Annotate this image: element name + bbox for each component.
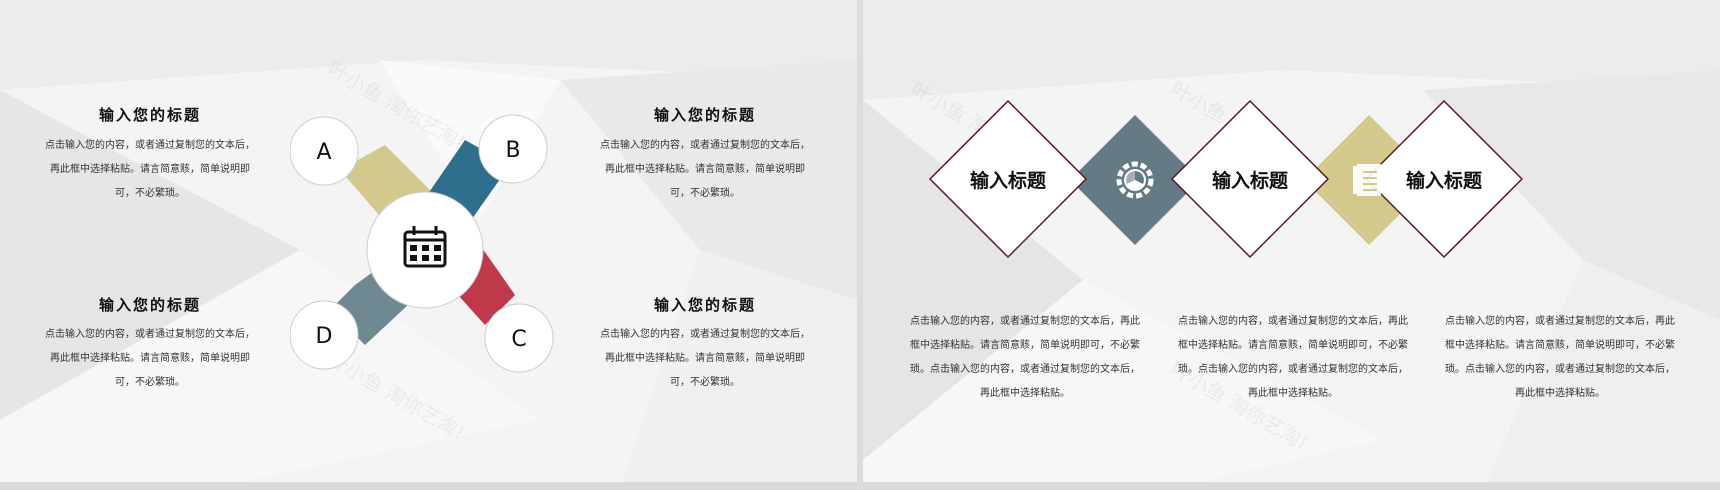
slide-1-background bbox=[0, 0, 857, 490]
slide-2-background bbox=[863, 0, 1720, 490]
diamond-title: 输入标题 bbox=[1212, 169, 1288, 192]
body-line: 点击输入您的内容，或者通过复制您的文本后， bbox=[45, 329, 255, 340]
body-line: 再此框中选择粘贴。请言简意赅，简单说明即 bbox=[605, 353, 805, 364]
block-body: 点击输入您的内容，或者通过复制您的文本后， 再此框中选择粘贴。请言简意赅，简单说… bbox=[585, 323, 825, 395]
body-line: 可，不必繁琐。 bbox=[670, 188, 740, 199]
label-c: C bbox=[511, 327, 526, 352]
body-line: 框中选择粘贴。请言简意赅，简单说明即可，不必繁 bbox=[910, 340, 1140, 351]
title-diamond-2 bbox=[1170, 99, 1330, 259]
body-line: 点击输入您的内容，或者通过复制您的文本后，再此 bbox=[910, 316, 1140, 327]
block-body: 点击输入您的内容，或者通过复制您的文本后， 再此框中选择粘贴。请言简意赅，简单说… bbox=[585, 134, 825, 206]
body-line: 框中选择粘贴。请言简意赅，简单说明即可，不必繁 bbox=[1178, 340, 1408, 351]
title-diamond-1 bbox=[928, 99, 1088, 259]
body-line: 点击输入您的内容，或者通过复制您的文本后，再此 bbox=[1178, 316, 1408, 327]
body-line: 框中选择粘贴。请言简意赅，简单说明即可，不必繁 bbox=[1445, 340, 1675, 351]
document-icon bbox=[1353, 164, 1381, 196]
paragraph-2: 点击输入您的内容，或者通过复制您的文本后，再此 框中选择粘贴。请言简意赅，简单说… bbox=[1173, 310, 1413, 406]
diamond-title: 输入标题 bbox=[1406, 169, 1482, 192]
block-title: 输入您的标题 bbox=[653, 106, 756, 124]
body-line: 再此框中选择粘贴。请言简意赅，简单说明即 bbox=[605, 164, 805, 175]
calendar-icon bbox=[403, 226, 447, 268]
body-line: 点击输入您的内容，或者通过复制您的文本后， bbox=[600, 329, 810, 340]
body-line: 再此框中选择粘贴。 bbox=[1248, 388, 1338, 399]
slide-2: 叶小鱼 淘你艺淘! 叶小鱼 淘你艺淘! 叶小鱼 淘你艺淘! 输入标题 输入标题 … bbox=[863, 0, 1720, 490]
block-title: 输入您的标题 bbox=[653, 296, 756, 314]
diamond-chain: 输入标题 输入标题 输入标题 bbox=[928, 99, 1523, 259]
body-line: 可，不必繁琐。 bbox=[670, 377, 740, 388]
body-line: 再此框中选择粘贴。 bbox=[980, 388, 1070, 399]
label-b: B bbox=[505, 138, 520, 163]
paragraph-1: 点击输入您的内容，或者通过复制您的文本后，再此 框中选择粘贴。请言简意赅，简单说… bbox=[905, 310, 1145, 406]
block-title: 输入您的标题 bbox=[98, 296, 201, 314]
circle-c bbox=[484, 303, 554, 373]
diamond-title: 输入标题 bbox=[970, 169, 1046, 192]
block-body: 点击输入您的内容，或者通过复制您的文本后， 再此框中选择粘贴。请言简意赅，简单说… bbox=[30, 134, 270, 206]
paragraph-3: 点击输入您的内容，或者通过复制您的文本后，再此 框中选择粘贴。请言简意赅，简单说… bbox=[1440, 310, 1680, 406]
body-line: 琐。点击输入您的内容，或者通过复制您的文本后， bbox=[1178, 364, 1408, 375]
body-line: 可，不必繁琐。 bbox=[115, 188, 185, 199]
body-line: 再此框中选择粘贴。请言简意赅，简单说明即 bbox=[50, 164, 250, 175]
body-line: 再此框中选择粘贴。请言简意赅，简单说明即 bbox=[50, 353, 250, 364]
gear-icon bbox=[1116, 161, 1154, 199]
body-line: 琐。点击输入您的内容，或者通过复制您的文本后， bbox=[910, 364, 1140, 375]
circle-a bbox=[290, 116, 359, 186]
body-line: 琐。点击输入您的内容，或者通过复制您的文本后， bbox=[1445, 364, 1675, 375]
body-line: 点击输入您的内容，或者通过复制您的文本后， bbox=[45, 140, 255, 151]
body-line: 点击输入您的内容，或者通过复制您的文本后， bbox=[600, 140, 810, 151]
body-line: 可，不必繁琐。 bbox=[115, 377, 185, 388]
label-a: A bbox=[316, 140, 331, 165]
slide-1: 叶小鱼 淘你艺淘! 叶小鱼 淘你艺淘! 输入您的标题 点击输入您的内容，或者通过… bbox=[0, 0, 857, 490]
circle-d bbox=[290, 300, 359, 370]
body-line: 点击输入您的内容，或者通过复制您的文本后，再此 bbox=[1445, 316, 1675, 327]
body-line: 再此框中选择粘贴。 bbox=[1515, 388, 1605, 399]
circle-b bbox=[478, 114, 548, 184]
block-title: 输入您的标题 bbox=[98, 106, 201, 124]
block-body: 点击输入您的内容，或者通过复制您的文本后， 再此框中选择粘贴。请言简意赅，简单说… bbox=[30, 323, 270, 395]
title-diamond-3 bbox=[1364, 99, 1523, 259]
label-d: D bbox=[316, 324, 333, 349]
cross-diagram: A B C D bbox=[290, 114, 554, 373]
